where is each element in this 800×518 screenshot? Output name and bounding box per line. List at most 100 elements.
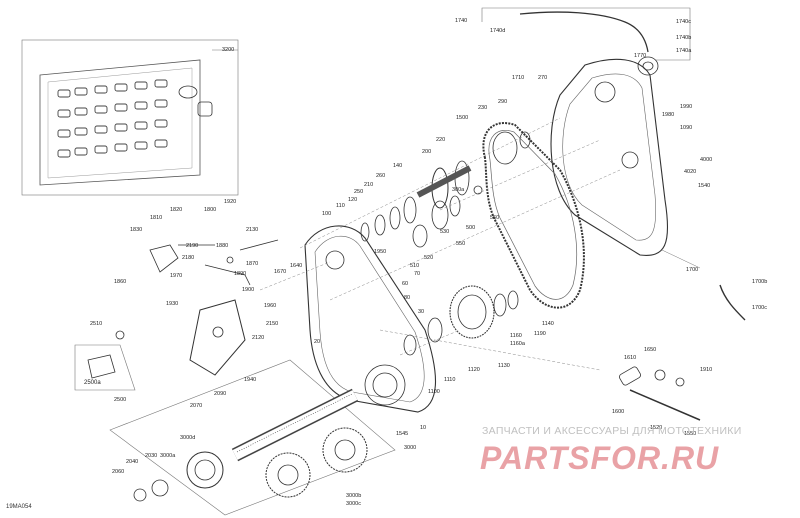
callout-1100: 1100 bbox=[428, 389, 440, 395]
callout-1900: 1900 bbox=[242, 287, 255, 293]
callout-110: 110 bbox=[336, 203, 345, 209]
callout-140: 140 bbox=[393, 163, 403, 169]
callout-20: 20 bbox=[314, 339, 321, 345]
callout-2040: 2040 bbox=[126, 459, 139, 465]
callout-2090: 2090 bbox=[214, 391, 227, 397]
lower-sprocket bbox=[403, 285, 519, 356]
callout-70: 70 bbox=[414, 271, 421, 277]
callout-3000a: 3000a bbox=[160, 453, 176, 459]
callout-1710: 1710 bbox=[512, 75, 525, 81]
drive-axle-inset bbox=[109, 359, 396, 516]
callout-510: 510 bbox=[410, 263, 420, 269]
callout-550: 550 bbox=[456, 241, 466, 247]
callout-120: 120 bbox=[348, 197, 358, 203]
callout-1160a: 1160a bbox=[510, 341, 525, 347]
callout-1090: 1090 bbox=[680, 125, 693, 131]
callout-1540: 1540 bbox=[698, 183, 711, 189]
callout-1770: 1770 bbox=[634, 53, 647, 59]
callout-260: 260 bbox=[376, 173, 386, 179]
callout-2120: 2120 bbox=[252, 335, 265, 341]
callout-1740b: 1740b bbox=[676, 35, 692, 41]
callout-1830: 1830 bbox=[130, 227, 143, 233]
callout-200: 200 bbox=[422, 149, 432, 155]
callout-1740: 1740 bbox=[455, 18, 468, 24]
callout-300a: 300a bbox=[452, 187, 465, 193]
callout-2060: 2060 bbox=[112, 469, 125, 475]
callout-1890: 1890 bbox=[234, 271, 247, 277]
callout-270: 270 bbox=[538, 75, 548, 81]
stud-kit-inset bbox=[21, 39, 239, 196]
shift-linkage bbox=[149, 239, 279, 376]
callout-1110: 1110 bbox=[444, 377, 456, 383]
callout-4020: 4020 bbox=[684, 169, 697, 175]
callout-290: 290 bbox=[498, 99, 508, 105]
callout-250: 250 bbox=[354, 189, 364, 195]
inner-chaincase bbox=[304, 225, 437, 413]
callout-1950: 1950 bbox=[374, 249, 387, 255]
callout-500: 500 bbox=[466, 225, 476, 231]
callout-3000d: 3000d bbox=[180, 435, 196, 441]
drive-chain bbox=[482, 122, 585, 309]
callout-100: 100 bbox=[322, 211, 332, 217]
callout-1800: 1800 bbox=[204, 207, 217, 213]
callout-1545: 1545 bbox=[396, 431, 409, 437]
callout-10: 10 bbox=[420, 425, 427, 431]
callout-1740c: 1740c bbox=[676, 19, 691, 25]
callout-1960: 1960 bbox=[264, 303, 277, 309]
callout-530: 530 bbox=[440, 229, 450, 235]
outer-chaincase-cover bbox=[550, 58, 701, 269]
callout-2180: 2180 bbox=[182, 255, 195, 261]
callout-1910: 1910 bbox=[700, 367, 713, 373]
callout-2130: 2130 bbox=[246, 227, 259, 233]
callout-3000b: 3000b bbox=[346, 493, 362, 499]
callout-1820: 1820 bbox=[170, 207, 183, 213]
callout-1550: 1550 bbox=[684, 431, 697, 437]
diagram-reference-code: 19MA054 bbox=[6, 504, 32, 510]
callout-1870: 1870 bbox=[246, 261, 259, 267]
callout-2150: 2150 bbox=[266, 321, 279, 327]
callout-1860: 1860 bbox=[114, 279, 127, 285]
callout-2070: 2070 bbox=[190, 403, 203, 409]
callout-30: 30 bbox=[418, 309, 425, 315]
callout-520: 520 bbox=[424, 255, 434, 261]
callout-1930: 1930 bbox=[166, 301, 179, 307]
callout-1670: 1670 bbox=[274, 269, 287, 275]
callout-560: 560 bbox=[490, 215, 500, 221]
callout-1120: 1120 bbox=[468, 367, 480, 373]
callout-2510: 2510 bbox=[90, 321, 103, 327]
callout-1970: 1970 bbox=[170, 273, 183, 279]
callout-1130: 1130 bbox=[498, 363, 510, 369]
callout-3000c: 3000c bbox=[346, 501, 361, 507]
callout-1920: 1920 bbox=[224, 199, 237, 205]
watermark-logo: PARTSFOR.RU bbox=[480, 440, 720, 476]
callout-1160: 1160 bbox=[510, 333, 522, 339]
callout-1190: 1190 bbox=[534, 331, 546, 337]
callout-1500: 1500 bbox=[456, 115, 469, 121]
callout-220: 220 bbox=[436, 137, 446, 143]
callout-1880: 1880 bbox=[216, 243, 229, 249]
callout-1700c: 1700c bbox=[752, 305, 767, 311]
callout-80: 80 bbox=[404, 295, 411, 301]
alignment-lines bbox=[259, 117, 621, 371]
callout-1810: 1810 bbox=[150, 215, 163, 221]
watermark-caption: ЗАПЧАСТИ И АКСЕССУАРЫ ДЛЯ МОТОТЕХНИКИ bbox=[482, 425, 742, 437]
callout-4000: 4000 bbox=[700, 157, 713, 163]
callout-1700: 1700 bbox=[686, 267, 699, 273]
cable-inset bbox=[481, 7, 691, 76]
callout-1520: 1520 bbox=[650, 425, 663, 431]
callout-1610: 1610 bbox=[624, 355, 637, 361]
callout-2500: 2500 bbox=[114, 397, 127, 403]
callout-3000: 3000 bbox=[404, 445, 417, 451]
callout-1990: 1990 bbox=[680, 104, 693, 110]
bracket-inset bbox=[74, 330, 136, 391]
callout-1940: 1940 bbox=[244, 377, 257, 383]
callout-2030: 2030 bbox=[145, 453, 158, 459]
tensioner-rod bbox=[619, 284, 746, 421]
upper-shaft-assembly bbox=[360, 131, 531, 248]
callout-1650: 1650 bbox=[644, 347, 657, 353]
callout-1640: 1640 bbox=[290, 263, 303, 269]
callout-3200: 3200 bbox=[222, 47, 235, 53]
callout-1740d: 1740d bbox=[490, 28, 506, 34]
